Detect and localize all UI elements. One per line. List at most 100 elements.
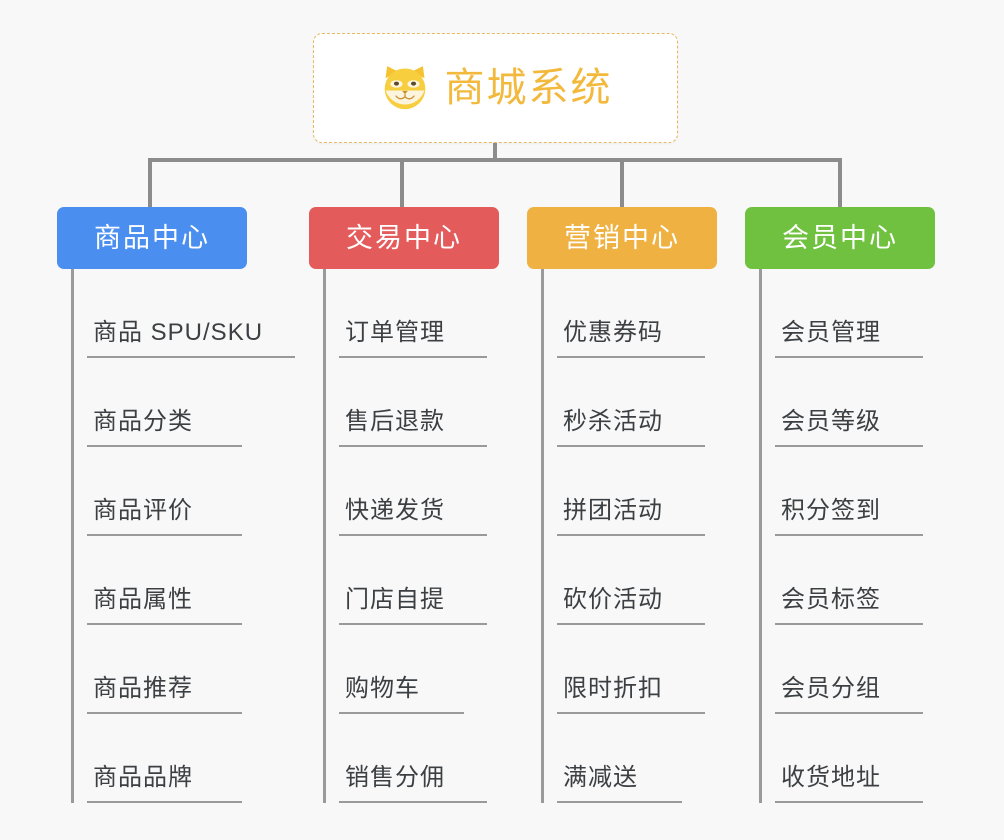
leaf-item[interactable]: 销售分佣: [325, 714, 499, 803]
branch-header-1[interactable]: 商品中心: [57, 207, 247, 269]
connector-horizontal-bus: [148, 158, 842, 162]
shiba-dog-face-icon: [384, 66, 425, 110]
root-node-shopping-mall-system[interactable]: 商城系统: [313, 33, 678, 143]
branch-items-4: 会员管理 会员等级 积分签到 会员标签 会员分组 收货地址: [745, 269, 935, 803]
leaf-item-rule: [775, 356, 923, 358]
leaf-item-label: 积分签到: [781, 497, 881, 525]
leaf-item-label: 会员分组: [781, 675, 881, 703]
leaf-item-rule: [775, 445, 923, 447]
leaf-item-label: 限时折扣: [563, 675, 663, 703]
leaf-item[interactable]: 订单管理: [325, 269, 499, 358]
leaf-item-label: 会员标签: [781, 586, 881, 614]
leaf-item-label: 会员管理: [781, 319, 881, 347]
connector-root-stem: [493, 143, 497, 162]
leaf-item[interactable]: 购物车: [325, 625, 499, 714]
branch-header-label-3: 营销中心: [564, 222, 680, 253]
branch-header-3[interactable]: 营销中心: [527, 207, 717, 269]
leaf-item-rule: [557, 445, 705, 447]
branch-column-1: 商品中心 商品 SPU/SKU 商品分类 商品评价 商品属性 商品推荐: [57, 207, 295, 803]
leaf-item[interactable]: 砍价活动: [543, 536, 717, 625]
leaf-item[interactable]: 会员等级: [761, 358, 935, 447]
leaf-item[interactable]: 会员标签: [761, 536, 935, 625]
leaf-item[interactable]: 限时折扣: [543, 625, 717, 714]
connector-drop-1: [148, 158, 152, 208]
leaf-item-rule: [87, 445, 242, 447]
leaf-item-rule: [557, 801, 682, 803]
leaf-item[interactable]: 商品评价: [73, 447, 247, 536]
leaf-item[interactable]: 满减送: [543, 714, 717, 803]
branch-column-2: 交易中心 订单管理 售后退款 快递发货 门店自提 购物车: [309, 207, 499, 803]
leaf-item-rule: [87, 623, 242, 625]
leaf-item[interactable]: 会员管理: [761, 269, 935, 358]
leaf-item[interactable]: 商品属性: [73, 536, 247, 625]
leaf-item-rule: [557, 623, 705, 625]
connector-drop-3: [620, 158, 624, 208]
leaf-item-label: 优惠券码: [563, 319, 663, 347]
leaf-item-label: 商品品牌: [93, 764, 193, 792]
branch-spine-4: [759, 269, 762, 803]
leaf-item-label: 商品属性: [93, 586, 193, 614]
branch-column-3: 营销中心 优惠券码 秒杀活动 拼团活动 砍价活动 限时折扣: [527, 207, 717, 803]
root-node-label: 商城系统: [444, 66, 613, 110]
leaf-item-rule: [775, 534, 923, 536]
leaf-item-rule: [87, 712, 242, 714]
branch-column-4: 会员中心 会员管理 会员等级 积分签到 会员标签 会员分组: [745, 207, 935, 803]
leaf-item-rule: [775, 623, 923, 625]
leaf-item[interactable]: 积分签到: [761, 447, 935, 536]
leaf-item-rule: [557, 534, 705, 536]
leaf-item[interactable]: 拼团活动: [543, 447, 717, 536]
leaf-item[interactable]: 优惠券码: [543, 269, 717, 358]
leaf-item-label: 秒杀活动: [563, 408, 663, 436]
leaf-item-label: 商品推荐: [93, 675, 193, 703]
leaf-item[interactable]: 商品推荐: [73, 625, 247, 714]
leaf-item-label: 商品评价: [93, 497, 193, 525]
leaf-item[interactable]: 商品品牌: [73, 714, 247, 803]
leaf-item-label: 会员等级: [781, 408, 881, 436]
leaf-item[interactable]: 秒杀活动: [543, 358, 717, 447]
leaf-item-label: 快递发货: [345, 497, 445, 525]
leaf-item-label: 拼团活动: [563, 497, 663, 525]
branch-items-2: 订单管理 售后退款 快递发货 门店自提 购物车 销售分佣: [309, 269, 499, 803]
leaf-item-label: 商品 SPU/SKU: [93, 319, 264, 347]
leaf-item[interactable]: 售后退款: [325, 358, 499, 447]
leaf-item-rule: [557, 356, 705, 358]
connector-drop-4: [838, 158, 842, 208]
leaf-item-rule: [339, 712, 464, 714]
leaf-item-rule: [339, 623, 487, 625]
leaf-item-rule: [87, 801, 242, 803]
leaf-item-label: 订单管理: [345, 319, 445, 347]
leaf-item[interactable]: 收货地址: [761, 714, 935, 803]
leaf-item[interactable]: 商品 SPU/SKU: [73, 269, 295, 358]
leaf-item[interactable]: 门店自提: [325, 536, 499, 625]
branch-header-label-1: 商品中心: [94, 222, 210, 253]
leaf-item[interactable]: 商品分类: [73, 358, 247, 447]
leaf-item-rule: [557, 712, 705, 714]
branch-spine-3: [541, 269, 544, 803]
leaf-item-label: 满减送: [563, 764, 638, 792]
branch-header-4[interactable]: 会员中心: [745, 207, 935, 269]
leaf-item-label: 砍价活动: [563, 586, 663, 614]
leaf-item-rule: [775, 712, 923, 714]
branch-spine-2: [323, 269, 326, 803]
leaf-item-label: 购物车: [345, 675, 420, 703]
branch-header-label-2: 交易中心: [346, 222, 462, 253]
branch-items-3: 优惠券码 秒杀活动 拼团活动 砍价活动 限时折扣 满减送: [527, 269, 717, 803]
leaf-item-label: 门店自提: [345, 586, 445, 614]
leaf-item[interactable]: 快递发货: [325, 447, 499, 536]
leaf-item-rule: [87, 356, 295, 358]
branch-header-2[interactable]: 交易中心: [309, 207, 499, 269]
connector-drop-2: [400, 158, 404, 208]
leaf-item-label: 销售分佣: [345, 764, 445, 792]
leaf-item-label: 收货地址: [781, 764, 881, 792]
leaf-item-rule: [339, 801, 487, 803]
leaf-item-label: 售后退款: [345, 408, 445, 436]
branch-items-1: 商品 SPU/SKU 商品分类 商品评价 商品属性 商品推荐 商品品牌: [57, 269, 295, 803]
leaf-item-rule: [339, 356, 487, 358]
branch-spine-1: [71, 269, 74, 803]
leaf-item[interactable]: 会员分组: [761, 625, 935, 714]
leaf-item-label: 商品分类: [93, 408, 193, 436]
branch-header-label-4: 会员中心: [782, 222, 898, 253]
leaf-item-rule: [775, 801, 923, 803]
leaf-item-rule: [339, 445, 487, 447]
